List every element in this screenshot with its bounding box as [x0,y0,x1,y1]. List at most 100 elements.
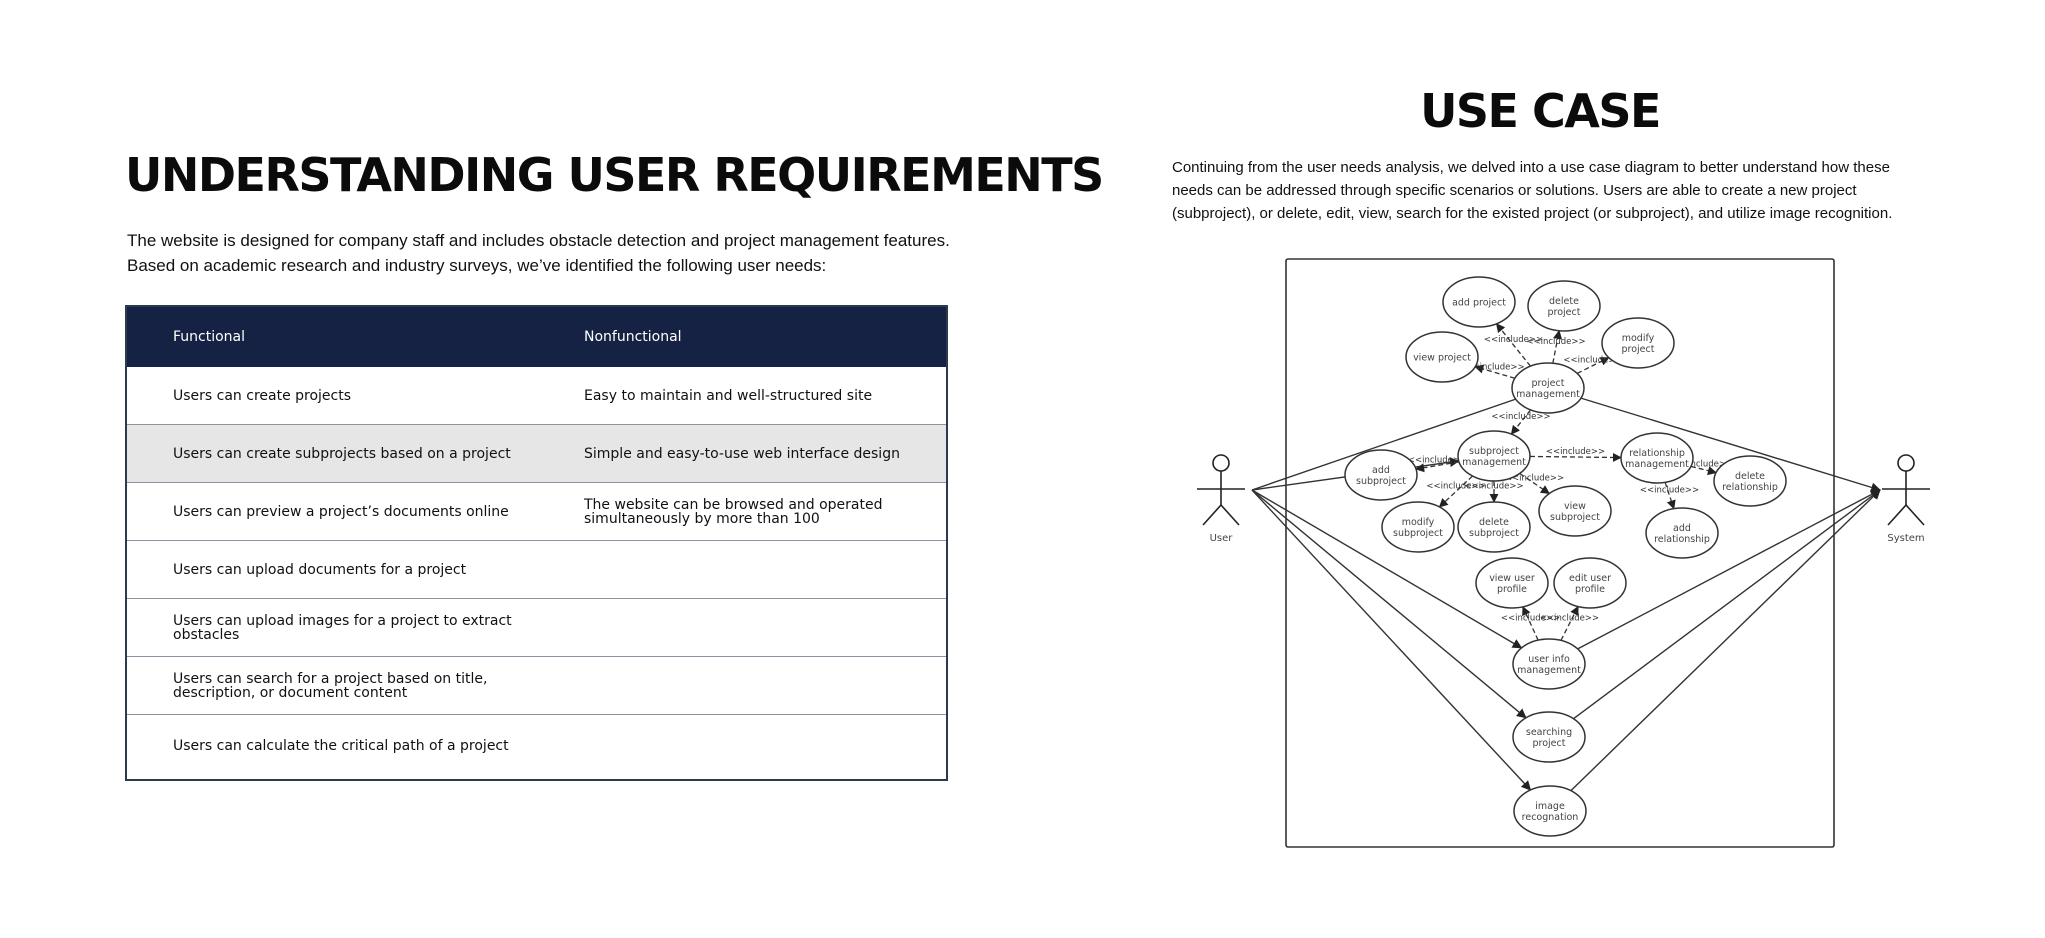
use-case-intro: Continuing from the user needs analysis,… [1172,159,1893,222]
svg-text:delete: delete [1479,517,1509,528]
functional-cell: Users can search for a project based on … [173,670,488,701]
svg-text:management: management [1462,457,1526,468]
actor-system-label: System [1887,533,1924,544]
functional-cell: Users can preview a project’s documents … [173,503,509,520]
functional-cell: Users can upload documents for a project [173,561,467,578]
svg-text:subproject: subproject [1393,528,1443,539]
svg-text:delete: delete [1735,471,1765,482]
requirements-intro: The website is designed for company staf… [127,231,950,275]
include-label: <<include>> [1491,412,1550,422]
header-nonfunctional: Nonfunctional [584,329,682,345]
table-header: Functional Nonfunctional [127,307,946,367]
include-label: <<include>> [1674,460,1733,470]
functional-cell: Users can calculate the critical path of… [173,738,509,754]
table-row: Users can calculate the critical path of… [127,715,946,777]
svg-text:project: project [1532,378,1565,389]
svg-text:searching: searching [1526,727,1572,738]
requirements-table: Functional Nonfunctional Users can creat… [125,305,948,781]
include-label: <<include>> [1563,356,1622,366]
svg-text:relationship: relationship [1654,534,1710,545]
nonfunctional-cell: Easy to maintain and well-structured sit… [584,387,873,404]
nonfunctional-cell: The website can be browsed and operated … [584,496,883,527]
svg-text:user info: user info [1528,654,1570,665]
user-association [1251,489,1523,649]
table-row: Users can upload documents for a project [127,541,946,599]
use-case-title: USE CASE [1420,84,1661,138]
user-association [1251,489,1532,791]
include-relation [1576,357,1610,374]
include-relation [1690,465,1717,476]
svg-text:view: view [1564,501,1586,512]
svg-text:subproject: subproject [1469,446,1519,457]
include-label: <<include>> [1546,447,1605,457]
table-row: Users can preview a project’s documents … [127,483,946,541]
table-row: Users can search for a project based on … [127,657,946,715]
svg-text:management: management [1517,665,1581,676]
system-association [1573,489,1881,720]
system-boundary [1285,258,1835,848]
svg-text:subproject: subproject [1469,528,1519,539]
svg-text:profile: profile [1575,584,1605,595]
svg-text:project: project [1533,738,1566,749]
include-label: <<include>> [1505,474,1564,484]
include-relation [1519,472,1551,495]
include-label: <<include>> [1426,482,1485,492]
svg-text:recognation: recognation [1522,812,1579,823]
svg-text:subproject: subproject [1356,476,1406,487]
include-label: <<include>> [1464,482,1523,492]
include-relation [1510,409,1532,435]
connector-layer: <<include>><<include>><<include>><<inclu… [1251,323,1881,792]
functional-cell: Users can upload images for a project to… [173,612,512,643]
svg-text:view user: view user [1489,573,1535,584]
svg-text:relationship: relationship [1629,448,1685,459]
system-association [1580,397,1881,493]
svg-text:project: project [1548,307,1581,318]
include-label: <<include>> [1526,337,1585,347]
svg-text:relationship: relationship [1722,482,1778,493]
svg-text:view project: view project [1413,353,1471,364]
include-label: <<include>> [1640,486,1699,496]
actor-user: User [1197,454,1245,544]
table-row: Users can create subprojects based on a … [127,425,946,483]
user-association [1251,489,1527,719]
functional-cell: Users can create projects [173,387,352,404]
include-relation [1495,323,1531,367]
include-label: <<include>> [1501,614,1560,624]
svg-text:image: image [1535,801,1565,812]
include-relation [1474,364,1516,379]
functional-cell: Users can create subprojects based on a … [173,445,511,462]
include-relation [1552,329,1563,364]
svg-text:add project: add project [1452,298,1506,309]
svg-text:management: management [1516,389,1580,400]
system-association [1577,489,1881,650]
include-label: <<include>> [1540,614,1599,624]
include-relation [1529,452,1622,463]
include-relation [1522,606,1539,641]
include-label: <<include>> [1484,335,1543,345]
svg-text:profile: profile [1497,584,1527,595]
include-relation [1664,482,1676,510]
include-relation [1415,461,1460,473]
include-label: <<include>> [1465,363,1524,373]
include-relation [1560,605,1579,641]
svg-text:management: management [1625,459,1689,470]
system-association [1570,489,1881,792]
table-row: Users can upload images for a project to… [127,599,946,657]
